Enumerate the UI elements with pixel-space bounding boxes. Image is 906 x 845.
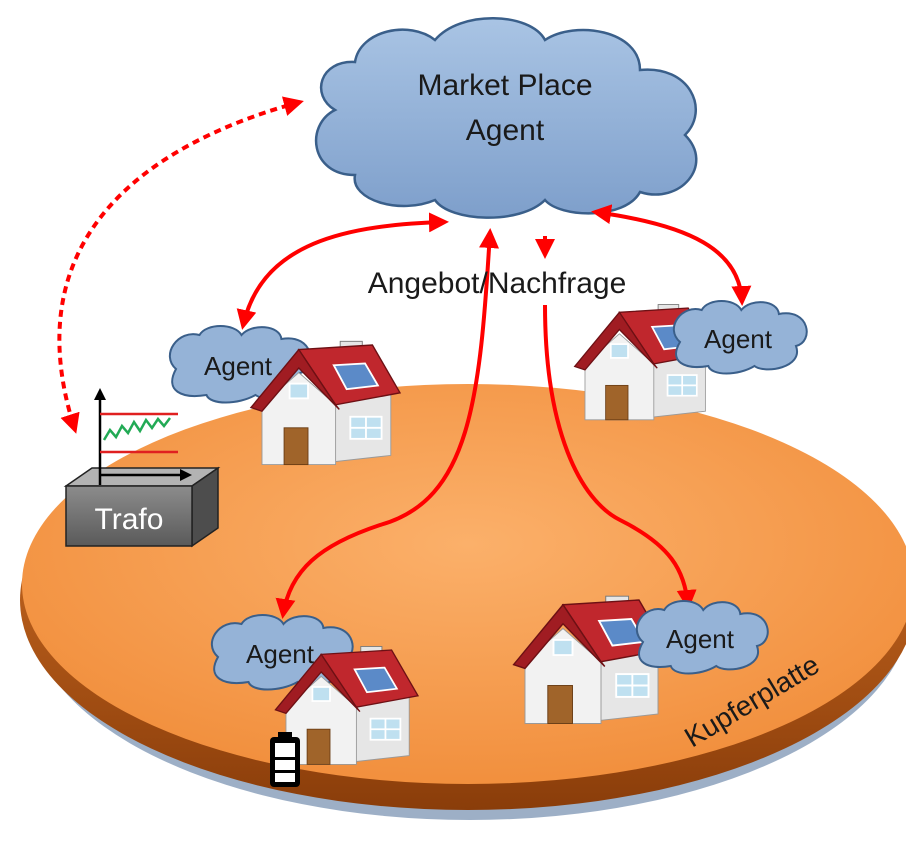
market-place-title: Market Place <box>417 69 592 102</box>
kupferplatte-disc <box>20 384 906 820</box>
agent-label: Agent <box>204 351 273 381</box>
house-2 <box>274 646 420 765</box>
house-1 <box>249 340 402 466</box>
agent3-market-arrow <box>591 204 752 306</box>
agent-cloud-4: Agent <box>636 600 769 675</box>
agent-label: Agent <box>666 624 735 654</box>
voltage-chart-icon <box>94 388 192 485</box>
market-place-cloud <box>314 17 698 219</box>
agent2-market-arrow <box>275 228 500 619</box>
trafo-label: Trafo <box>95 503 164 536</box>
agent-label: Agent <box>246 639 315 669</box>
battery-icon <box>270 732 300 787</box>
arrows <box>57 96 752 619</box>
agent-label: Agent <box>704 324 773 354</box>
agent-cloud-3: Agent <box>673 300 808 375</box>
trafo-market-dotted-arrow <box>57 96 304 434</box>
agent4-down-arrow <box>543 304 697 610</box>
market-place-subtitle: Agent <box>466 114 545 147</box>
flow-label: Angebot/Nachfrage <box>368 267 627 300</box>
